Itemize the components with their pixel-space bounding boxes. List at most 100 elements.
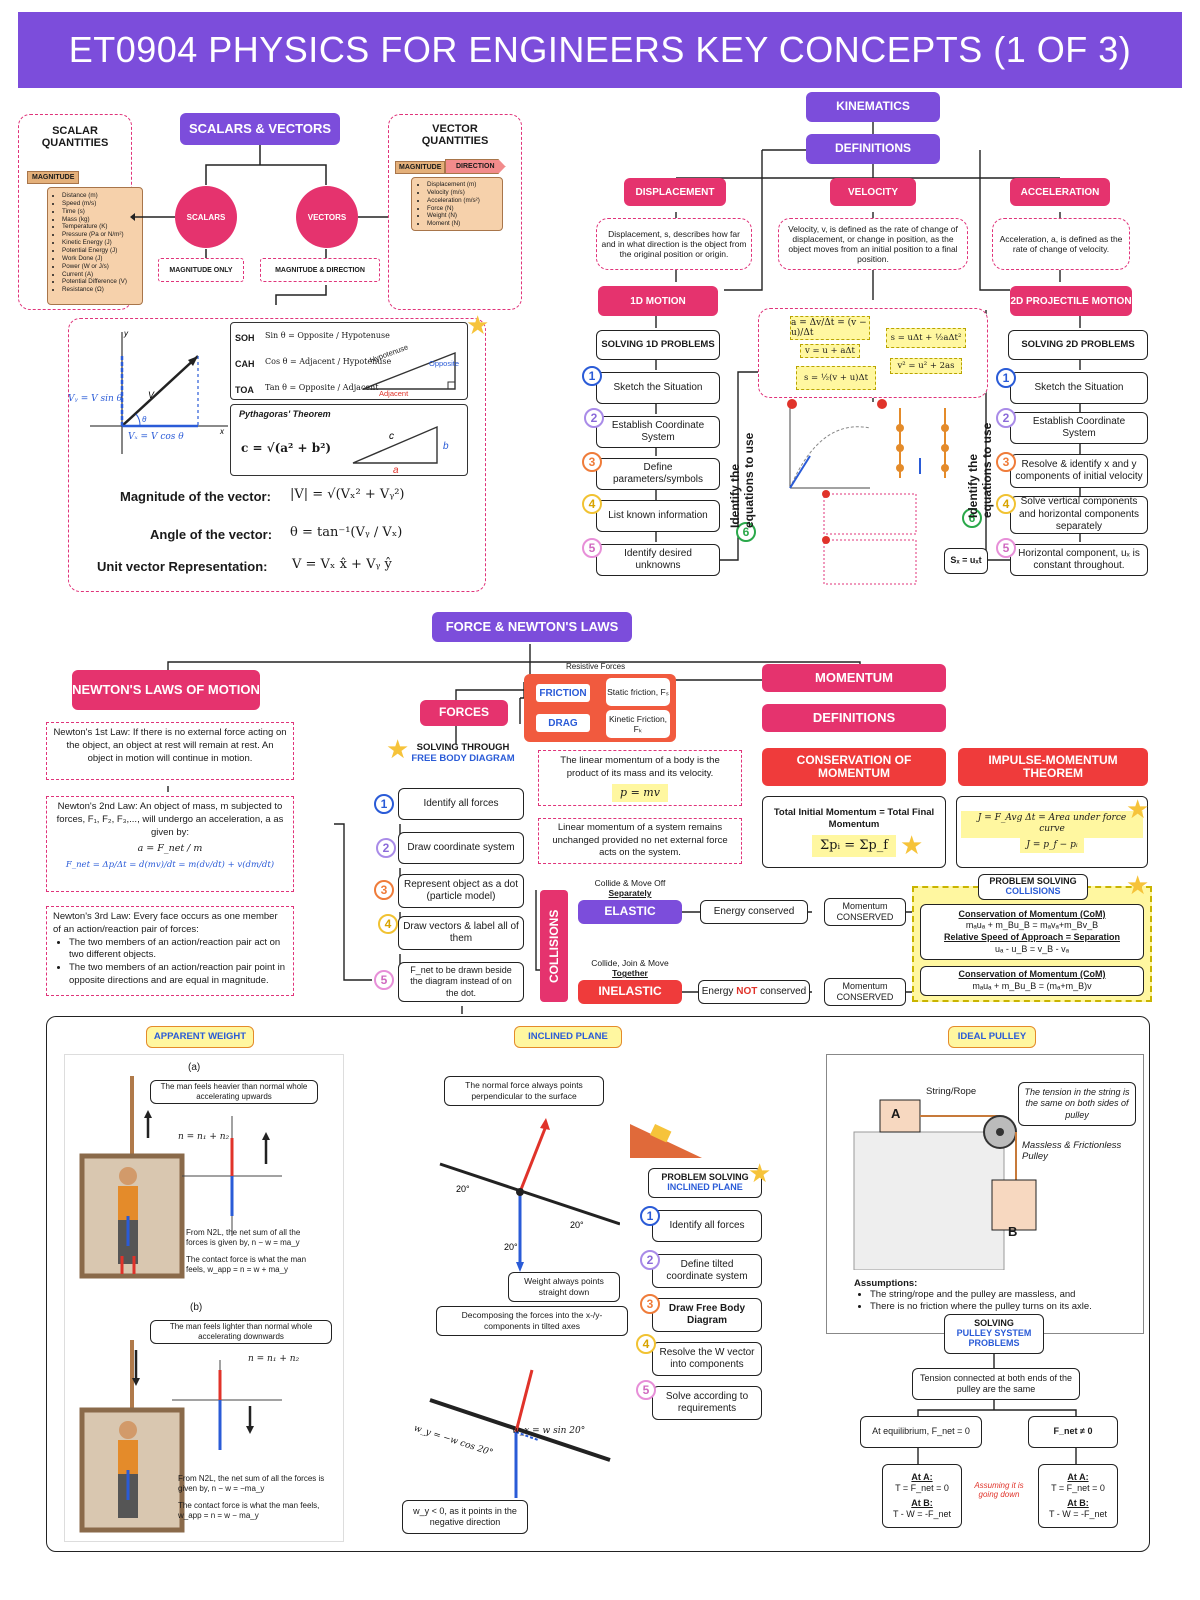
newton-3rd-law: Newton's 3rd Law: Every face occurs as o… (46, 906, 294, 996)
wy-negative-note: w_y < 0, as it points in the negative di… (402, 1500, 528, 1534)
step-2d-2: Establish Coordinate System (1010, 412, 1148, 444)
magnitude-label: Magnitude of the vector: (120, 489, 271, 504)
equilibrium-equations: At A: T = F_net = 0 At B: T - W = -F_net (882, 1464, 962, 1528)
incline-step-5: Solve according to requirements (652, 1386, 762, 1420)
fbd-heading-1: SOLVING THROUGH (416, 742, 510, 753)
fbd-heading-2: FREE BODY DIAGRAM (411, 753, 515, 764)
solving-1d-box: SOLVING 1D PROBLEMS (596, 330, 720, 360)
n2l-case-b: From N2L, the net sum of all the forces … (178, 1474, 325, 1521)
pulley-connectors (917, 1354, 1077, 1464)
eq-acceleration: a = Δv/Δt = (v − u)/Δt (790, 316, 870, 340)
scalars-vectors-heading: SCALARS & VECTORS (180, 113, 340, 145)
incline-icon (630, 1124, 702, 1158)
star-icon: ★ (900, 830, 924, 860)
equilibrium-box: At equilibrium, F_net = 0 (860, 1416, 982, 1448)
velocity-definition: Velocity, v, is defined as the rate of c… (778, 218, 968, 270)
acceleration-heading: ACCELERATION (1010, 178, 1110, 206)
step-2d-4: Solve vertical components and horizontal… (1010, 496, 1148, 534)
newton-2nd-law-eq2: F_net = Δp/Δt = d(mv)/dt = m(dv/dt) + v(… (65, 860, 275, 871)
toa-label: TOA (235, 385, 254, 395)
vector-list: Displacement (m)Velocity (m/s)Accelerati… (415, 181, 499, 228)
magnitude-only-box: MAGNITUDE ONLY (158, 258, 244, 282)
svg-text:a: a (393, 465, 399, 473)
law3-bullet: The two members of an action/reaction pa… (69, 937, 287, 963)
vector-title: VECTOR QUANTITIES (421, 123, 489, 147)
elastic-solution-box: Conservation of Momentum (CoM) mₐuₐ + m_… (920, 904, 1144, 960)
step-1d-2: Establish Coordinate System (596, 416, 720, 448)
projectile-diagram (787, 399, 949, 585)
2d-motion-heading: 2D PROJECTILE MOTION (1010, 286, 1132, 316)
heavier-note: The man feels heavier than normal whole … (150, 1080, 318, 1104)
string-label: String/Rope (926, 1086, 977, 1097)
n-equation-a: n = n₁ + n₂ (178, 1132, 230, 1142)
vector-quantities-panel: VECTOR QUANTITIES MAGNITUDE DIRECTION Di… (388, 114, 522, 310)
total-momentum-text: Total Initial Momentum = Total Final Mom… (773, 807, 935, 830)
friction-label: FRICTION (536, 684, 590, 702)
newton-1st-law: Newton's 1st Law: If there is no externa… (46, 722, 294, 780)
tan-equation: Tan θ = Opposite / Adjacent (265, 383, 379, 392)
incline-step-4: Resolve the W vector into components (652, 1342, 762, 1376)
inelastic-label: INELASTIC (578, 980, 682, 1004)
eq-displacement: s = ½(v + u)Δt (796, 366, 876, 390)
identify-equations-1d: Identify the equations to use (728, 432, 756, 528)
momentum-def-text: The linear momentum of a body is the pro… (560, 755, 720, 779)
fbd-step-1: Identify all forces (398, 788, 524, 820)
impulse-eq2: J = p_f − pᵢ (1020, 837, 1084, 853)
velocity-heading: VELOCITY (830, 178, 916, 206)
collisions-text: COLLISIONS (547, 909, 561, 983)
step-1d-5: Identify desired unknowns (596, 544, 720, 576)
magnitude-direction-box: MAGNITUDE & DIRECTION (260, 258, 380, 282)
fnet-nonzero-box: F_net ≠ 0 (1028, 1416, 1118, 1448)
svg-text:20°: 20° (570, 1220, 584, 1230)
fbd-step-5: F_net to be drawn beside the diagram ins… (398, 962, 524, 1002)
opp-label: Opposite (429, 359, 460, 368)
assumption-item: The string/rope and the pulley are massl… (870, 1289, 1142, 1300)
kinematics-heading: KINEMATICS (806, 92, 940, 122)
unit-equation: V = Vₓ x̂ + Vᵧ ŷ (292, 557, 392, 572)
svg-text:c: c (389, 431, 394, 442)
inclined-fbd: 20° 20° 20° (439, 1118, 620, 1272)
energy-conserved-box: Energy conserved (700, 900, 808, 924)
unit-label: Unit vector Representation: (97, 559, 268, 574)
vx-label: Vₓ = V cos θ (128, 432, 184, 442)
incline-step-2: Define tilted coordinate system (652, 1254, 762, 1288)
momentum-heading: MOMENTUM (762, 664, 946, 692)
acceleration-definition: Acceleration, a, is defined as the rate … (992, 218, 1130, 270)
page-title: ET0904 PHYSICS FOR ENGINEERS KEY CONCEPT… (18, 12, 1182, 88)
conservation-box: Total Initial Momentum = Total Final Mom… (762, 796, 946, 868)
elevator-up-diagram (79, 1076, 282, 1279)
magnitude-tag: MAGNITUDE (27, 171, 80, 184)
pythagoras-box: Pythagoras' Theorem c = √(a² + b²) c b a (230, 404, 468, 476)
svg-text:20°: 20° (504, 1242, 518, 1252)
elevator-down-diagram (79, 1340, 282, 1533)
magnitude-equation: |V| = √(Vₓ² + Vᵧ²) (290, 487, 405, 502)
impulse-heading: IMPULSE-MOMENTUM THEOREM (958, 748, 1148, 786)
elastic-label: ELASTIC (578, 900, 682, 924)
eq-velocity-squared: v² = u² + 2as (890, 358, 962, 374)
momentum-conserved-inelastic: Momentum CONSERVED (824, 978, 906, 1006)
lighter-note: The man feels lighter than normal whole … (150, 1320, 332, 1344)
vy-label: Vᵧ = V sin θ (68, 394, 123, 404)
incline-step-3: Draw Free Body Diagram (652, 1298, 762, 1332)
apparent-weight-heading: APPARENT WEIGHT (146, 1026, 254, 1048)
step-1d-3: Define parameters/symbols (596, 458, 720, 490)
forces-heading: FORCES (420, 700, 508, 726)
soh-label: SOH (235, 333, 255, 343)
n-equation-b: n = n₁ + n₂ (248, 1354, 300, 1364)
step-2d-1: Sketch the Situation (1010, 372, 1148, 404)
star-icon: ★ (466, 310, 490, 340)
momentum-definition: The linear momentum of a body is the pro… (538, 750, 742, 806)
svg-text:20°: 20° (456, 1184, 470, 1194)
solving-2d-box: SOLVING 2D PROBLEMS (1008, 330, 1148, 360)
eq-velocity: v = u + aΔt (800, 344, 860, 358)
incline-step-1: Identify all forces (652, 1210, 762, 1242)
weight-note: Weight always points straight down (508, 1272, 620, 1302)
svg-text:x: x (219, 427, 225, 436)
star-icon: ★ (386, 734, 410, 764)
assumptions: Assumptions: The string/rope and the pul… (854, 1278, 1142, 1312)
